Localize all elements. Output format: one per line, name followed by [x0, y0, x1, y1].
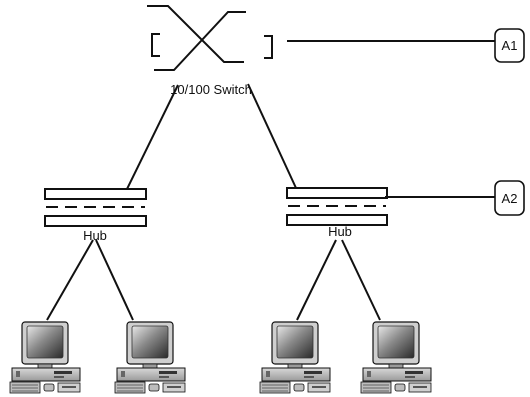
hub-icon — [44, 188, 147, 227]
callout-a1-label: A1 — [502, 38, 518, 53]
link-switch-hub-right — [247, 83, 297, 189]
link-hub-left-pc1 — [46, 239, 94, 321]
link-hub-right-pc4 — [341, 239, 381, 321]
desktop-computer-icon — [9, 321, 81, 394]
desktop-computer-icon — [259, 321, 331, 394]
hub-label-left: Hub — [83, 228, 107, 243]
desktop-computer-icon — [114, 321, 186, 394]
hub-label-right: Hub — [328, 224, 352, 239]
callout-a1: A1 — [494, 28, 525, 63]
callout-a2-label: A2 — [502, 191, 518, 206]
switch-icon — [147, 5, 273, 71]
switch-label: 10/100 Switch — [170, 82, 252, 97]
link-hub-right-pc3 — [296, 239, 337, 321]
desktop-computer-icon — [360, 321, 432, 394]
hub-icon — [286, 187, 388, 226]
link-switch-hub-left — [126, 84, 179, 190]
callout-a2: A2 — [494, 180, 525, 216]
link-hub-left-pc2 — [95, 239, 134, 321]
